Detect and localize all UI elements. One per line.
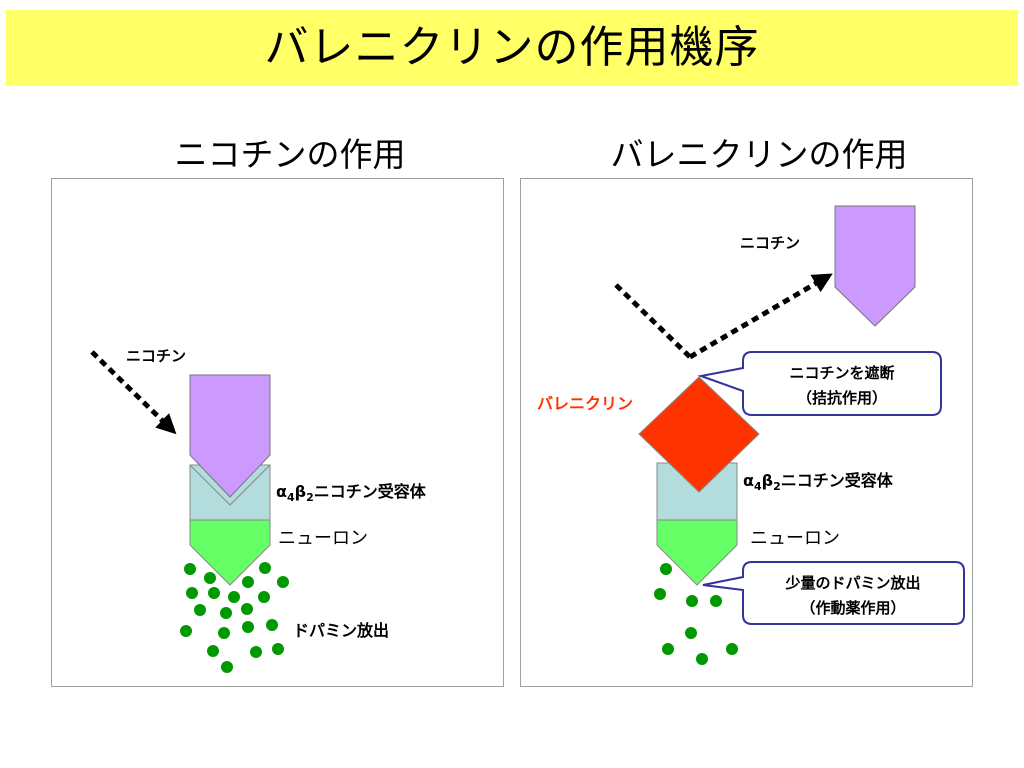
left-receptor-sub-b: 2 — [306, 491, 314, 504]
callout-block-line1: ニコチンを遮断 — [789, 364, 894, 382]
right-nicotine-label: ニコチン — [740, 234, 800, 252]
left-dopamine-dots — [180, 562, 289, 673]
right-receptor-rest: ニコチン受容体 — [781, 471, 894, 490]
dopamine-dot — [204, 572, 216, 584]
dopamine-dot — [242, 576, 254, 588]
varenicline-label: バレニクリン — [537, 394, 633, 413]
right-receptor-sub-b: 2 — [773, 480, 781, 493]
left-nicotine-label: ニコチン — [126, 347, 186, 365]
left-neuron-label: ニューロン — [278, 528, 368, 549]
right-receptor-beta: β — [762, 471, 773, 490]
left-receptor-beta: β — [295, 482, 306, 501]
varenicline-shape — [638, 376, 760, 493]
dopamine-dot — [207, 645, 219, 657]
dopamine-dot — [277, 576, 289, 588]
left-receptor-label: α4β2ニコチン受容体 — [276, 482, 427, 504]
dopamine-dot — [259, 562, 271, 574]
right-receptor-alpha: α — [743, 471, 754, 490]
dopamine-dot — [250, 646, 262, 658]
dopamine-dot — [710, 595, 722, 607]
left-receptor-notch — [189, 464, 271, 506]
dopamine-dot — [662, 643, 674, 655]
left-panel — [51, 178, 504, 687]
left-diagram: ニコチン α4β2ニコチン受容体 ニューロン — [90, 347, 427, 673]
right-incoming-line — [614, 283, 692, 359]
dopamine-dot — [221, 661, 233, 673]
title-band: バレニクリンの作用機序 — [6, 10, 1018, 86]
dopamine-dot — [218, 627, 230, 639]
left-receptor-sub-a: 4 — [287, 491, 295, 504]
dopamine-dot — [228, 591, 240, 603]
callout-release — [702, 561, 965, 625]
dopamine-dot — [184, 563, 196, 575]
dopamine-dot — [194, 604, 206, 616]
right-receptor-label: α4β2ニコチン受容体 — [743, 471, 894, 493]
dopamine-dot — [208, 587, 220, 599]
callout-release-line2: （作動薬作用） — [800, 599, 905, 617]
dopamine-dot — [241, 603, 253, 615]
dopamine-dot — [272, 643, 284, 655]
dopamine-dot — [685, 627, 697, 639]
left-receptor-rest: ニコチン受容体 — [314, 482, 427, 501]
dopamine-dot — [258, 591, 270, 603]
left-dopamine-label: ドパミン放出 — [293, 621, 389, 640]
dopamine-dot — [186, 587, 198, 599]
right-deflected-arrow — [688, 273, 833, 360]
right-neuron-label: ニューロン — [750, 528, 840, 549]
right-diagram: ニコチン バレニクリン ニコチンを遮断 （拮抗作用） α4β2ニコチン受容体 ニ… — [537, 205, 965, 665]
left-receptor-alpha: α — [276, 482, 287, 501]
dopamine-dot — [654, 588, 666, 600]
right-dopamine-dots — [654, 563, 738, 665]
dopamine-dot — [242, 621, 254, 633]
dopamine-dot — [696, 653, 708, 665]
dopamine-dot — [266, 619, 278, 631]
slide-title: バレニクリンの作用機序 — [264, 22, 760, 73]
left-panel-heading: ニコチンの作用 — [174, 135, 406, 174]
right-nicotine-shape — [834, 205, 916, 327]
dopamine-dot — [180, 625, 192, 637]
dopamine-dot — [686, 595, 698, 607]
dopamine-dot — [220, 607, 232, 619]
left-nicotine-shape — [189, 374, 271, 498]
right-panel-heading: バレニクリンの作用 — [610, 135, 908, 174]
left-neuron-shape — [189, 519, 271, 586]
dopamine-dot — [660, 563, 672, 575]
right-neuron-shape — [656, 519, 738, 586]
callout-block-line2: （拮抗作用） — [797, 389, 887, 407]
right-receptor-sub-a: 4 — [754, 480, 762, 493]
dopamine-dot — [726, 643, 738, 655]
callout-block — [697, 351, 942, 416]
left-incoming-arrow — [90, 350, 177, 435]
callout-release-line1: 少量のドパミン放出 — [784, 574, 920, 592]
